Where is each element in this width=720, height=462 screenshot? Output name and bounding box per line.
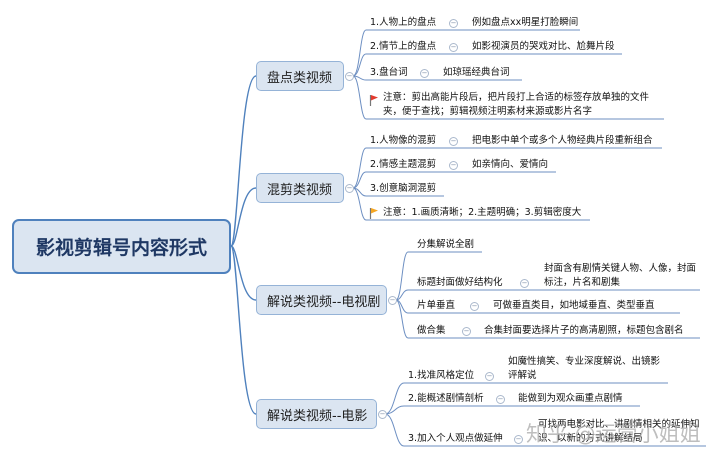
red-flag-icon bbox=[369, 95, 378, 106]
topic-item[interactable]: 3.加入个人观点做延伸 bbox=[408, 433, 503, 444]
topic-detail[interactable]: 例如盘点xx明星打脸瞬间 bbox=[472, 17, 579, 28]
topic-item[interactable]: 1.人物上的盘点 bbox=[370, 17, 437, 28]
collapse-toggle-icon[interactable]: − bbox=[345, 184, 354, 193]
collapse-toggle-icon[interactable]: − bbox=[462, 327, 471, 336]
topic-detail[interactable]: 能做到为观众画重点剧情 bbox=[518, 393, 623, 404]
topic-item[interactable]: 标题封面做好结构化 bbox=[417, 277, 503, 288]
branch-movie-commentary[interactable]: 解说类视频--电影 bbox=[256, 399, 377, 429]
topic-detail[interactable]: 可做垂直类目，如地域垂直、类型垂直 bbox=[493, 300, 655, 311]
collapse-toggle-icon[interactable]: − bbox=[449, 161, 458, 170]
watermark: 知乎 @运营小姐姐 bbox=[526, 422, 701, 446]
collapse-toggle-icon[interactable]: − bbox=[378, 410, 387, 419]
root-topic[interactable]: 影视剪辑号内容形式 bbox=[12, 219, 231, 274]
collapse-toggle-icon[interactable]: − bbox=[388, 296, 397, 305]
collapse-toggle-icon[interactable]: − bbox=[420, 69, 429, 78]
collapse-toggle-icon[interactable]: − bbox=[470, 302, 479, 311]
collapse-toggle-icon[interactable]: − bbox=[449, 137, 458, 146]
branch-tv-commentary[interactable]: 解说类视频--电视剧 bbox=[256, 285, 387, 315]
topic-item[interactable]: 2.情节上的盘点 bbox=[370, 41, 437, 52]
topic-item[interactable]: 片单垂直 bbox=[417, 300, 456, 311]
topic-detail[interactable]: 可找两电影对比、讲剧情相关的延伸知识、以新的方式讲解结局 bbox=[538, 419, 700, 444]
collapse-toggle-icon[interactable]: − bbox=[520, 279, 529, 288]
topic-item[interactable]: 3.创意脑洞混剪 bbox=[370, 183, 437, 194]
topic-detail[interactable]: 封面含有剧情关键人物、人像，封面标注，片名和剧集 bbox=[544, 263, 697, 288]
topic-detail[interactable]: 如影视演员的哭戏对比、尬舞片段 bbox=[472, 41, 615, 52]
collapse-toggle-icon[interactable]: − bbox=[514, 435, 523, 444]
topic-item[interactable]: 2.能概述剧情剖析 bbox=[408, 393, 484, 404]
topic-item[interactable]: 做合集 bbox=[417, 325, 446, 336]
note-text[interactable]: 注意：剪出高能片段后，把片段打上合适的标签存放单独的文件夹，便于查找；剪辑视频注… bbox=[383, 92, 650, 117]
topic-item[interactable]: 2.情感主题混剪 bbox=[370, 159, 437, 170]
branch-inventory-videos[interactable]: 盘点类视频 bbox=[256, 61, 344, 91]
branch-remix-videos[interactable]: 混剪类视频 bbox=[256, 173, 344, 203]
topic-detail[interactable]: 合集封面要选择片子的高清剧照，标题包含剧名 bbox=[484, 325, 684, 336]
topic-detail[interactable]: 把电影中单个或多个人物经典片段重新组合 bbox=[472, 135, 653, 146]
collapse-toggle-icon[interactable]: − bbox=[449, 19, 458, 28]
collapse-toggle-icon[interactable]: − bbox=[449, 43, 458, 52]
topic-detail[interactable]: 如亲情向、爱情向 bbox=[472, 159, 549, 170]
topic-item[interactable]: 1.人物像的混剪 bbox=[370, 135, 437, 146]
topic-item[interactable]: 分集解说全剧 bbox=[417, 239, 475, 250]
topic-detail[interactable]: 如魔性搞笑、专业深度解说、出镜影评解说 bbox=[508, 356, 661, 381]
collapse-toggle-icon[interactable]: − bbox=[485, 372, 494, 381]
collapse-toggle-icon[interactable]: − bbox=[345, 72, 354, 81]
collapse-toggle-icon[interactable]: − bbox=[496, 395, 505, 404]
orange-flag-icon bbox=[369, 208, 378, 219]
topic-item[interactable]: 1.找准风格定位 bbox=[408, 370, 475, 381]
topic-item[interactable]: 3.盘台词 bbox=[370, 67, 408, 78]
topic-detail[interactable]: 如琼瑶经典台词 bbox=[443, 67, 510, 78]
note-text[interactable]: 注意：1.画质清晰；2.主题明确；3.剪辑密度大 bbox=[383, 207, 582, 218]
